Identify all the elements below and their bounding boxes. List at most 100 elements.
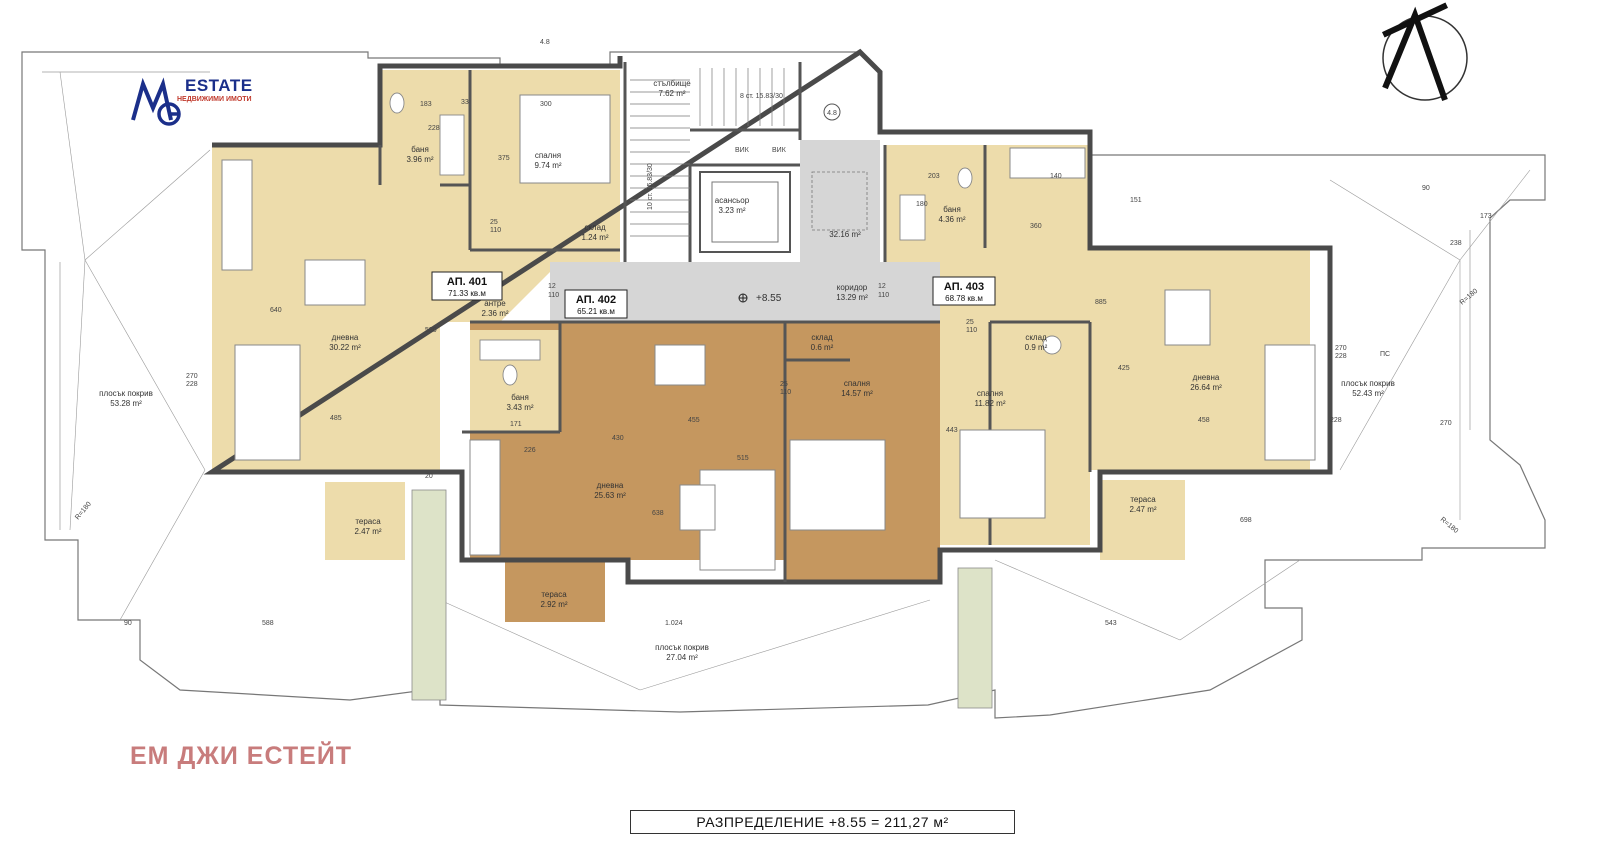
room-area: 3.43 m²: [506, 403, 533, 412]
svg-text:АП. 402: АП. 402: [576, 294, 616, 306]
logo-mark-icon: [131, 77, 181, 126]
shaft-marker: [823, 103, 841, 121]
room-area: 7.62 m²: [658, 89, 685, 98]
dimension-label: 25: [966, 319, 974, 326]
room-area: 26.64 m²: [1190, 383, 1222, 392]
apt403-terrace-floor: [1100, 480, 1185, 560]
room-name: плосък покрив: [99, 389, 153, 398]
dimension-labels: 183 228 300 375 640 580 485 455 430 515 …: [124, 39, 1492, 627]
furniture: [221, 94, 1316, 571]
room-name: плосък покрив: [1341, 379, 1395, 388]
dimension-label: 33: [461, 99, 469, 106]
apt402-terrace-floor: [505, 562, 605, 622]
dimension-label: 151: [1130, 197, 1142, 204]
room-labels: баня 3.96 m² спалня 9.74 m² склад 1.24 m…: [99, 79, 1395, 662]
room-name: стълбище: [653, 79, 691, 88]
interior-walls: [378, 62, 1092, 582]
dimension-label: 360: [1030, 223, 1042, 230]
room-area: 2.47 m²: [354, 527, 381, 536]
dimension-label: 640: [270, 307, 282, 314]
roof-outline-inner: [42, 71, 1471, 530]
dimension-label: 110: [780, 389, 791, 396]
dimension-label: 25: [490, 219, 498, 226]
room-name: асансьор: [715, 196, 750, 205]
svg-text:R=180: R=180: [1459, 288, 1480, 307]
dimension-label: 443: [946, 427, 958, 434]
dimension-label: 430: [612, 435, 624, 442]
logo-subtitle: НЕДВИЖИМИ ИМОТИ: [177, 96, 252, 103]
dimension-label: 375: [498, 155, 510, 162]
room-area: 11.82 m²: [975, 399, 1006, 408]
north-arrow-icon: [1382, 2, 1468, 101]
room-name: тераса: [541, 590, 567, 599]
room-area: 1.24 m²: [581, 233, 608, 242]
room-area: 25.63 m²: [594, 491, 626, 500]
room-name: дневна: [597, 481, 624, 490]
area-summary: РАЗПРЕДЕЛЕНИЕ +8.55 = 211,27 м²: [630, 810, 1015, 834]
room-name: баня: [943, 205, 961, 214]
svg-text:R=180: R=180: [74, 501, 93, 522]
stair-steps: [630, 68, 785, 237]
room-area: 3.23 m²: [718, 206, 745, 215]
dimension-label: 228: [1335, 353, 1347, 360]
room-area: 52.43 m²: [1352, 389, 1384, 398]
dimension-label: 588: [262, 620, 274, 627]
dimension-label: 140: [1050, 173, 1062, 180]
company-logo: ESTATE НЕДВИЖИМИ ИМОТИ: [125, 74, 315, 128]
room-area: 2.36 m²: [481, 309, 508, 318]
dimension-label: 20: [425, 473, 433, 480]
apt401-floor: [212, 70, 620, 472]
apt401-terrace-floor: [325, 482, 405, 560]
dimension-label: 458: [1198, 417, 1210, 424]
room-name: склад: [584, 223, 606, 232]
dimension-label: 228: [428, 125, 440, 132]
dimension-label: 90: [124, 620, 132, 627]
room-name: спалня: [977, 389, 1003, 398]
dimension-label: 110: [966, 327, 977, 334]
room-name: склад: [811, 333, 833, 342]
apt401-label: АП. 401 71.33 кв.м: [431, 271, 503, 301]
room-area: 9.74 m²: [534, 161, 561, 170]
room-area: 3.96 m²: [406, 155, 433, 164]
dimension-label: 110: [878, 292, 889, 299]
room-area: 0.6 m²: [811, 343, 834, 352]
dimension-label: 885: [1095, 299, 1107, 306]
room-area: 53.28 m²: [110, 399, 142, 408]
room-area: 13.29 m²: [836, 293, 868, 302]
room-name: баня: [511, 393, 529, 402]
svg-text:ВИК: ВИК: [772, 147, 787, 154]
apt402-label: АП. 402 65.21 кв.м: [564, 289, 628, 319]
room-name: антре: [484, 299, 506, 308]
watermark-text: ЕМ ДЖИ ЕСТЕЙТ: [130, 742, 353, 770]
lift-cabin: [711, 181, 779, 243]
dimension-label: 425: [1118, 365, 1130, 372]
room-name: плосък покрив: [655, 643, 709, 652]
dimension-label: 12: [548, 283, 556, 290]
dimension-label: 270: [1440, 420, 1452, 427]
dimension-label: 580: [425, 327, 437, 334]
room-name: спалня: [535, 151, 561, 160]
dimension-label: 228: [1330, 417, 1342, 424]
apt403-label: АП. 403 68.78 кв.м: [932, 276, 996, 306]
roof-drainage-lines: [59, 71, 1531, 691]
dimension-label: 1.024: [665, 620, 683, 627]
svg-text:65.21 кв.м: 65.21 кв.м: [577, 307, 615, 316]
dimension-label: 300: [540, 101, 552, 108]
dimension-label: 110: [548, 292, 559, 299]
dimension-label: 12: [878, 283, 886, 290]
room-name: тераса: [355, 517, 381, 526]
logo-name: ESTATE: [185, 76, 253, 95]
planter-right: [957, 567, 993, 709]
room-area: 14.57 m²: [841, 389, 873, 398]
dimension-label: 238: [1450, 240, 1462, 247]
room-area: 30.22 m²: [329, 343, 361, 352]
room-area: 27.04 m²: [666, 653, 698, 662]
room-name: склад: [1025, 333, 1047, 342]
dimension-label: 455: [688, 417, 700, 424]
room-area: 32.16 m²: [829, 230, 861, 239]
svg-text:+8.55: +8.55: [756, 293, 782, 304]
dimension-label: 485: [330, 415, 342, 422]
svg-text:АП. 401: АП. 401: [447, 276, 487, 288]
svg-text:8 ст. 15.83/30: 8 ст. 15.83/30: [740, 93, 783, 100]
